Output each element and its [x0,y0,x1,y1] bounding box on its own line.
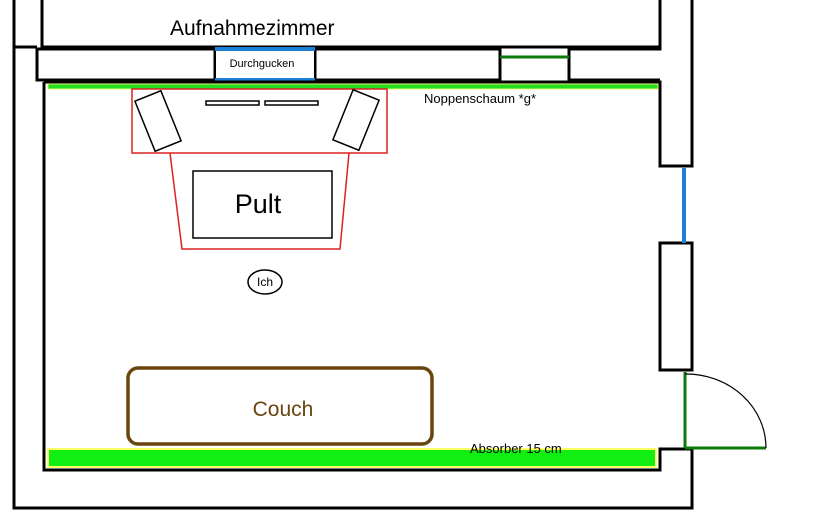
speakers [133,88,381,153]
main-room-inner-left [12,47,694,510]
couch-outline [126,366,434,446]
dividing-wall [35,44,662,82]
upper-room-outline [40,0,662,49]
wall-segment-middle [313,47,502,82]
person-marker [247,269,283,295]
window-label: Durchgucken [230,58,295,70]
couch: Couch [126,366,434,446]
person-ich: Ich [247,269,283,295]
desk-back [131,88,388,154]
room-above-label: Aufnahmezimmer [170,17,335,40]
desk-pult: Pult [192,170,333,239]
wall-segment-right [567,44,662,82]
upper-room-outer-wall [12,0,37,49]
right-door [683,372,767,450]
desk-bars [205,100,319,106]
absorber-label: Absorber 15 cm [470,441,562,456]
absorber-strip: Absorber 15 cm [47,441,657,468]
foam-label: Noppenschaum *g* [424,91,536,106]
window-durchgucken: Durchgucken [214,47,316,82]
right-wall-block [658,241,694,372]
desk-bar-right [264,100,319,106]
wall-segment-left [35,47,217,82]
desk-front [169,152,350,250]
speaker-right-icon [331,88,381,152]
main-room-inner-wall [44,0,694,168]
absorber-bar [47,448,657,468]
pult-box [192,170,333,239]
desk-area [131,88,388,250]
speaker-left-icon [133,89,183,153]
pult-label: Pult [235,189,282,219]
desk-bar-left [205,100,260,106]
upper-room-walls [12,0,662,49]
couch-label: Couch [253,398,314,421]
main-room-walls [12,0,694,510]
person-label: Ich [257,275,273,289]
door-swing-icon [684,373,767,449]
